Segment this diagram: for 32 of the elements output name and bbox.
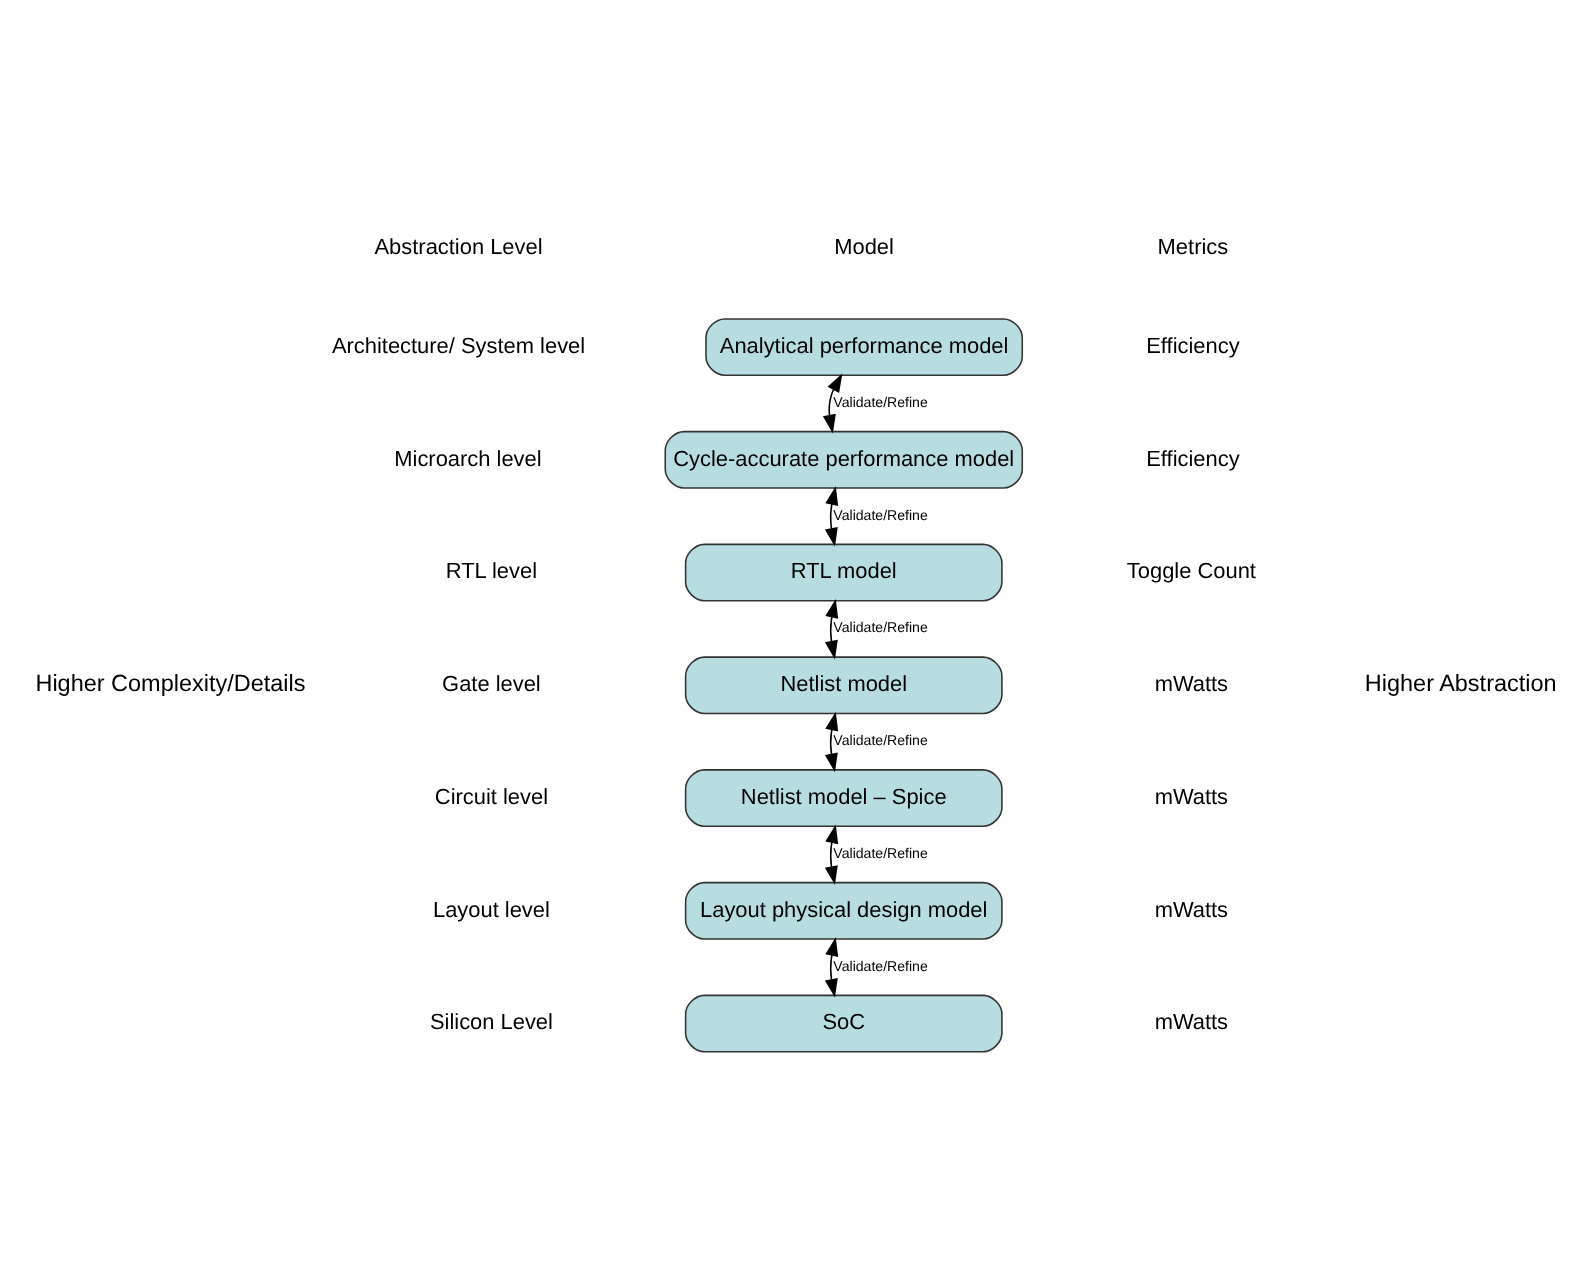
node-box: Layout physical design model: [684, 881, 1003, 940]
label: Higher Complexity/Details: [35, 670, 306, 697]
label: Silicon Level: [429, 1011, 553, 1036]
label: Efficiency: [1146, 447, 1240, 472]
label: Metrics: [1157, 236, 1229, 261]
label: mWatts: [1154, 898, 1229, 923]
label: Higher Abstraction: [1364, 670, 1557, 697]
label: Efficiency: [1146, 334, 1240, 359]
arrow: [824, 711, 839, 773]
node-box: Netlist model: [684, 656, 1003, 715]
label: Layout level: [432, 898, 550, 923]
label: mWatts: [1154, 673, 1229, 698]
label: Architecture/ System level: [331, 334, 586, 359]
label: mWatts: [1154, 785, 1229, 810]
label: mWatts: [1154, 1011, 1229, 1036]
label: Model: [834, 236, 894, 261]
node-box: Cycle-accurate performance model: [664, 430, 1024, 489]
node-box: RTL model: [684, 543, 1003, 602]
arrow: [822, 373, 843, 434]
label: Gate level: [442, 673, 541, 698]
arrow: [824, 598, 839, 660]
node-box: Analytical performance model: [705, 318, 1024, 377]
label: RTL level: [445, 560, 538, 585]
arrow: [824, 486, 839, 547]
label: Circuit level: [434, 785, 549, 810]
arrow: [824, 937, 839, 998]
node-box: SoC: [684, 994, 1003, 1053]
label: Abstraction Level: [374, 236, 543, 261]
label: Toggle Count: [1126, 560, 1256, 585]
label: Microarch level: [394, 447, 542, 472]
node-box: Netlist model – Spice: [684, 769, 1003, 828]
arrow: [824, 824, 839, 885]
